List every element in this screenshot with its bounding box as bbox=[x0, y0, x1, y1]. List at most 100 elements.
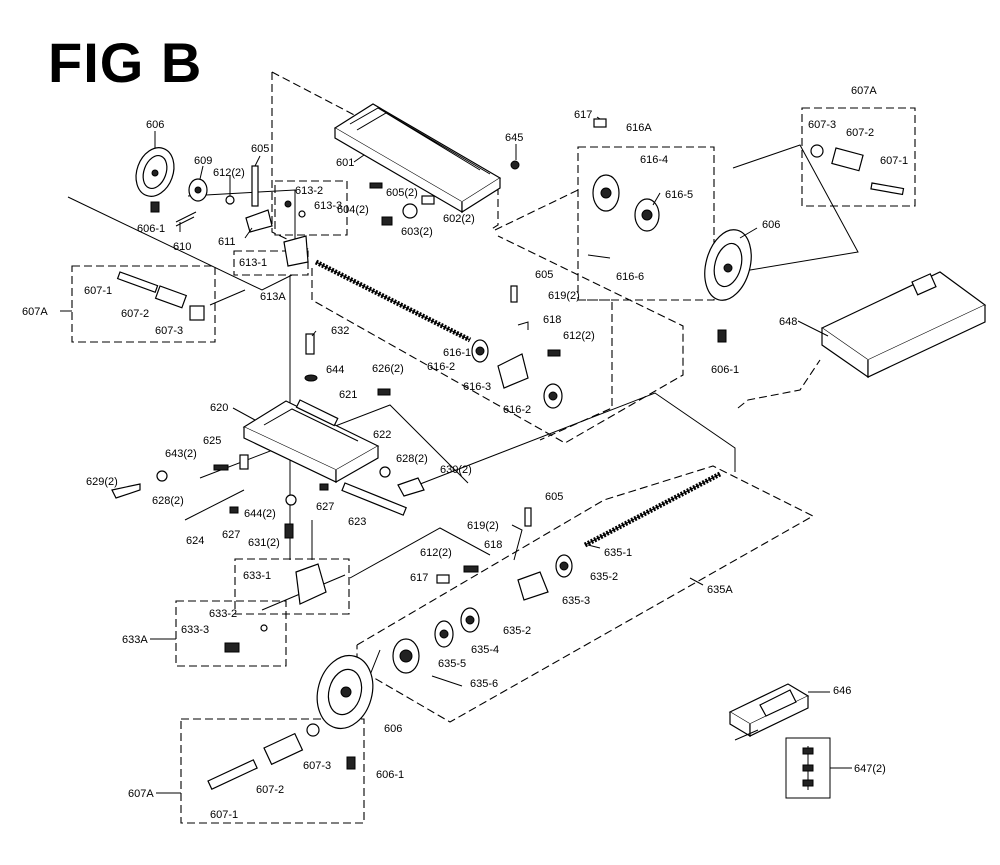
label-606-1-top-left: 606-1 bbox=[137, 223, 165, 235]
collar-628-left bbox=[156, 470, 168, 482]
label-616-1: 616-1 bbox=[443, 347, 471, 359]
label-616-2-upper: 616-2 bbox=[427, 361, 455, 373]
gib-624 bbox=[184, 489, 245, 521]
screw-612-lower bbox=[463, 565, 479, 573]
bolt-607-1-left bbox=[116, 271, 159, 294]
sleeve-607-2-left bbox=[154, 285, 188, 309]
enclosure-601-left bbox=[271, 72, 311, 251]
dial-616-4 bbox=[592, 174, 620, 212]
label-616-3: 616-3 bbox=[463, 381, 491, 393]
label-611: 611 bbox=[218, 236, 236, 248]
set-screw-606-1-right bbox=[717, 329, 727, 343]
label-616-2-lower: 616-2 bbox=[503, 404, 531, 416]
label-612-2-lower: 612(2) bbox=[420, 547, 452, 559]
link-line-635 bbox=[414, 392, 736, 487]
gib-602 bbox=[421, 195, 435, 205]
label-612-2-top: 612(2) bbox=[213, 167, 245, 179]
label-646: 646 bbox=[833, 685, 851, 697]
label-635-1: 635-1 bbox=[604, 547, 632, 559]
label-631-2: 631(2) bbox=[248, 537, 280, 549]
label-619-2-lower: 619(2) bbox=[467, 520, 499, 532]
label-628-2-left: 628(2) bbox=[152, 495, 184, 507]
screw-617-top bbox=[593, 118, 607, 128]
label-630-2: 630(2) bbox=[440, 464, 472, 476]
label-635-2-upper: 635-2 bbox=[590, 571, 618, 583]
leadscrew-616-axis bbox=[315, 261, 471, 341]
label-616-6: 616-6 bbox=[616, 271, 644, 283]
sleeve-607-2-right bbox=[831, 147, 864, 172]
label-621: 621 bbox=[339, 389, 357, 401]
label-606-1-right: 606-1 bbox=[711, 364, 739, 376]
handwheel-606-right bbox=[704, 229, 752, 301]
label-635-5: 635-5 bbox=[438, 658, 466, 670]
label-613-3: 613-3 bbox=[314, 200, 342, 212]
label-602-2: 602(2) bbox=[443, 213, 475, 225]
label-607-1-right: 607-1 bbox=[880, 155, 908, 167]
label-607a-left: 607A bbox=[22, 306, 48, 318]
screw-643 bbox=[213, 464, 229, 471]
label-629-2: 629(2) bbox=[86, 476, 118, 488]
enclosure-616-group bbox=[311, 235, 684, 444]
collar-628-right bbox=[379, 466, 391, 478]
label-607-2-bottom: 607-2 bbox=[256, 784, 284, 796]
handwheel-606-bottom bbox=[316, 654, 374, 730]
nut-607-3-bottom bbox=[306, 723, 320, 737]
screw-645 bbox=[510, 160, 520, 170]
nut-607-3-left bbox=[189, 305, 205, 321]
washer-644 bbox=[304, 374, 318, 382]
label-607-1-bottom: 607-1 bbox=[210, 809, 238, 821]
lever-629 bbox=[111, 483, 141, 499]
enclosure-616a-link bbox=[494, 189, 579, 231]
label-609: 609 bbox=[194, 155, 212, 167]
link-line-606-right bbox=[732, 144, 859, 273]
bolt-set-647 bbox=[802, 746, 814, 790]
bearing-616-2 bbox=[543, 383, 563, 409]
label-613a: 613A bbox=[260, 291, 286, 303]
label-620: 620 bbox=[210, 402, 228, 414]
bolt-607-1-bottom bbox=[207, 759, 258, 790]
bearing-635-5 bbox=[392, 638, 420, 674]
screw-627-left bbox=[229, 506, 239, 514]
screw-605-middle bbox=[510, 285, 518, 303]
link-line-609 bbox=[187, 189, 296, 255]
screw-631 bbox=[284, 523, 294, 539]
nut-613-2 bbox=[284, 200, 292, 208]
handwheel-606-top-left bbox=[135, 147, 175, 197]
label-623: 623 bbox=[348, 516, 366, 528]
label-619-2-middle: 619(2) bbox=[548, 290, 580, 302]
label-635-4: 635-4 bbox=[471, 644, 499, 656]
label-626-2: 626(2) bbox=[372, 363, 404, 375]
label-612-2-middle: 612(2) bbox=[563, 330, 595, 342]
label-635-6: 635-6 bbox=[470, 678, 498, 690]
screw-617-lower bbox=[436, 574, 450, 584]
screw-612-middle bbox=[547, 349, 561, 357]
label-606-bottom: 606 bbox=[384, 723, 402, 735]
screw-627-right bbox=[319, 483, 329, 491]
washer-612 bbox=[225, 195, 235, 205]
label-643-2: 643(2) bbox=[165, 448, 197, 460]
label-632: 632 bbox=[331, 325, 349, 337]
label-607-2-right: 607-2 bbox=[846, 127, 874, 139]
label-607-3-right: 607-3 bbox=[808, 119, 836, 131]
saddle-620 bbox=[242, 400, 380, 484]
nut-644-2 bbox=[285, 494, 297, 506]
link-line-633-635 bbox=[349, 527, 491, 579]
label-622: 622 bbox=[373, 429, 391, 441]
lever-630 bbox=[397, 477, 425, 497]
dial-635-4 bbox=[434, 620, 454, 648]
pin-618-lower bbox=[511, 524, 523, 561]
label-607-3-left: 607-3 bbox=[155, 325, 183, 337]
label-628-2-right: 628(2) bbox=[396, 453, 428, 465]
label-633a: 633A bbox=[122, 634, 148, 646]
key-610 bbox=[175, 211, 197, 227]
sleeve-607-2-bottom bbox=[263, 732, 304, 766]
bearing-616-5 bbox=[634, 198, 660, 232]
group-box-607a-right bbox=[801, 107, 916, 207]
link-line-saddle bbox=[199, 404, 469, 484]
label-633-1: 633-1 bbox=[243, 570, 271, 582]
bracket-611 bbox=[245, 209, 273, 233]
label-635-3: 635-3 bbox=[562, 595, 590, 607]
gib-623 bbox=[341, 482, 407, 516]
screw-632 bbox=[305, 333, 315, 355]
set-screw-606-1-bottom bbox=[346, 756, 356, 770]
